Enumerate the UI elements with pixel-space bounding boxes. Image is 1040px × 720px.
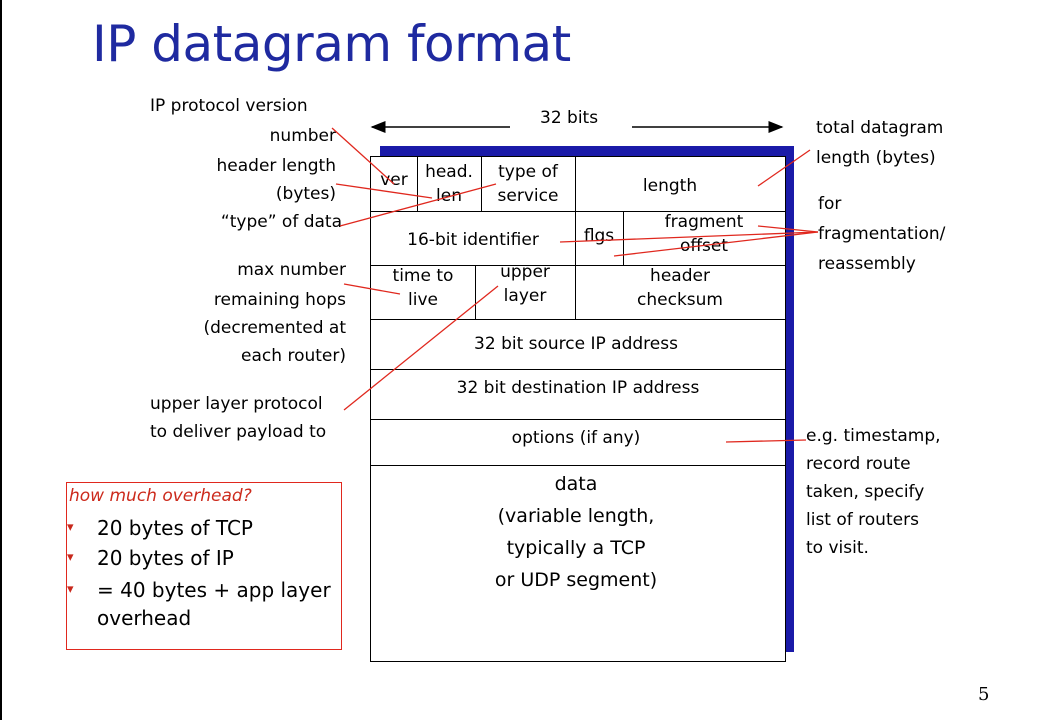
field-options: options (if any): [511, 428, 641, 448]
label-max-hops-3: (decremented at: [203, 318, 347, 338]
col-divider: [481, 157, 482, 211]
col-divider: [575, 157, 576, 211]
pointer-options: [725, 439, 807, 443]
field-version: ver: [380, 170, 408, 190]
label-total-length-1: total datagram: [816, 118, 944, 138]
label-header-length-2: (bytes): [275, 184, 336, 204]
label-max-hops-4: each router): [241, 346, 346, 366]
overhead-question: how much overhead?: [69, 486, 252, 506]
label-fragmentation-1: for: [818, 194, 842, 214]
pointer-fragment-offset-2: [757, 225, 819, 233]
label-upper-layer-1: upper layer protocol: [150, 394, 323, 414]
field-data: data (variable length, typically a TCP o…: [494, 473, 658, 591]
col-divider: [475, 265, 476, 319]
row-divider: [371, 211, 785, 212]
col-divider: [575, 265, 576, 319]
field-length: length: [642, 176, 698, 196]
pointer-upper-layer: [343, 285, 499, 411]
label-max-hops-1: max number: [237, 260, 346, 280]
label-options-note-4: list of routers: [806, 510, 919, 530]
row-divider: [371, 419, 785, 420]
left-border: [0, 0, 2, 720]
field-destination-address: 32 bit destination IP address: [456, 378, 700, 398]
label-options-note-1: e.g. timestamp,: [806, 426, 941, 446]
pointer-time-to-live: [343, 283, 401, 295]
pointer-type-of-service: [339, 183, 497, 227]
pointer-version: [331, 127, 395, 185]
pointer-header-length: [335, 183, 433, 199]
label-options-note-3: taken, specify: [806, 482, 925, 502]
overhead-box: how much overhead? ▾ 20 bytes of TCP ▾ 2…: [66, 482, 342, 650]
page-title: IP datagram format: [92, 15, 571, 73]
label-fragmentation-3: reassembly: [818, 254, 916, 274]
label-options-note-2: record route: [806, 454, 911, 474]
label-max-hops-2: remaining hops: [213, 290, 346, 310]
row-divider: [371, 369, 785, 370]
width-label: 32 bits: [540, 108, 599, 128]
label-fragmentation-2: fragmentation/: [818, 224, 946, 244]
field-source-address: 32 bit source IP address: [474, 334, 678, 354]
label-upper-layer-2: to deliver payload to: [150, 422, 327, 442]
pointer-flags: [559, 231, 819, 243]
page-number: 5: [978, 684, 990, 705]
col-divider: [623, 211, 624, 265]
bullet-icon: ▾: [67, 520, 74, 535]
label-ip-version-2: number: [269, 126, 336, 146]
bullet-icon: ▾: [67, 550, 74, 565]
col-divider: [575, 211, 576, 265]
label-total-length-2: length (bytes): [816, 148, 936, 168]
row-divider: [371, 319, 785, 320]
label-type-of-data: “type” of data: [220, 212, 342, 232]
row-divider: [371, 265, 785, 266]
col-divider: [417, 157, 418, 211]
bullet-icon: ▾: [67, 582, 74, 597]
field-header-length: head.len: [425, 162, 473, 206]
label-header-length-1: header length: [216, 156, 336, 176]
pointer-fragment-offset: [613, 231, 819, 257]
pointer-total-length: [757, 149, 811, 187]
row-divider: [371, 465, 785, 466]
label-options-note-5: to visit.: [806, 538, 869, 558]
label-ip-version-1: IP protocol version: [150, 96, 308, 116]
field-identifier: 16-bit identifier: [407, 230, 539, 250]
